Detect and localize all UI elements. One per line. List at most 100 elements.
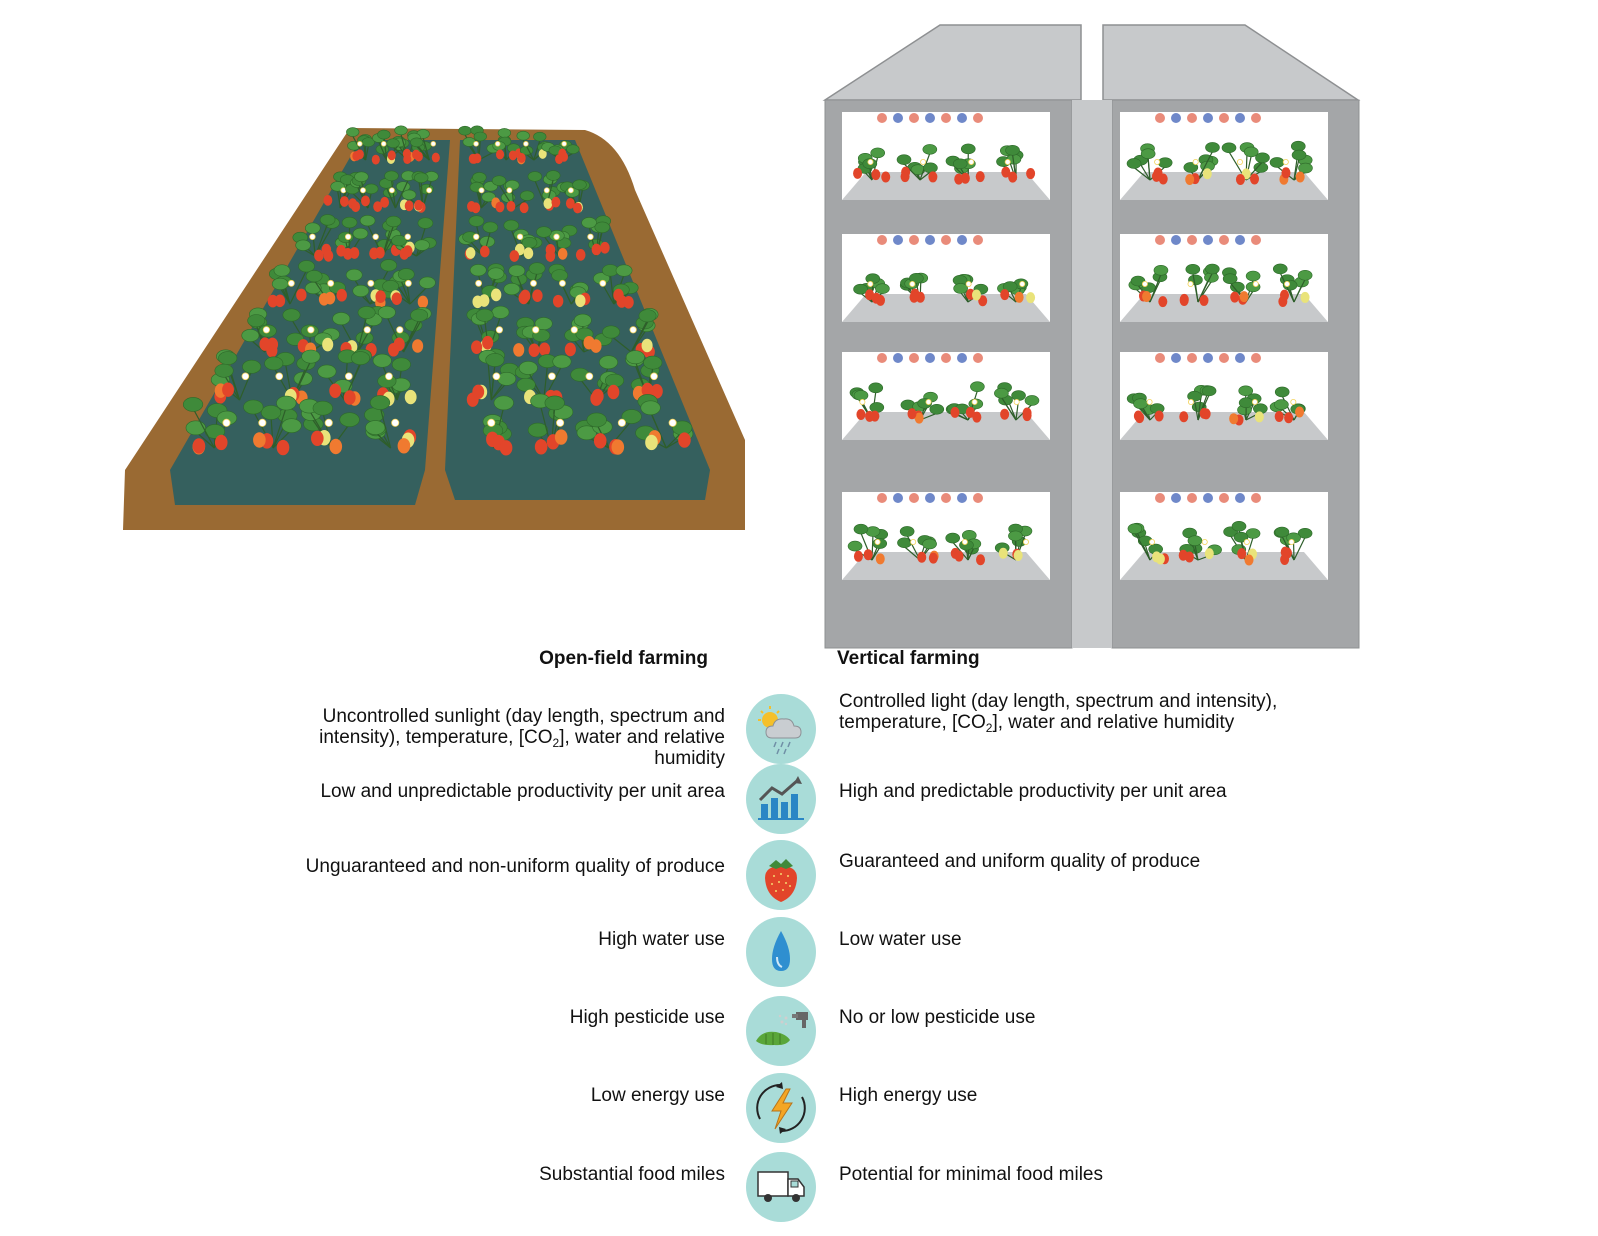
grow-light — [909, 113, 919, 123]
strawberry-plant — [513, 317, 553, 358]
shelf-floor — [842, 294, 1050, 322]
grow-light — [909, 493, 919, 503]
shelf-board — [1120, 440, 1328, 472]
grow-light — [941, 113, 951, 123]
grow-light — [1203, 113, 1213, 123]
strawberry-plant — [1223, 520, 1261, 566]
strawberry-plant — [900, 391, 945, 424]
strawberry-plant — [994, 382, 1040, 422]
field-plants — [182, 125, 694, 456]
strawberry-plant — [304, 270, 347, 306]
strawberry-plant — [575, 215, 612, 261]
shelf-floor — [1120, 552, 1328, 580]
strawberry-plant — [299, 398, 360, 455]
strawberry-plant — [317, 348, 372, 406]
strawberry-plant — [564, 313, 613, 357]
strawberry-plant — [469, 263, 507, 309]
strawberry-plant — [379, 170, 416, 212]
strawberry-plant — [364, 395, 417, 454]
strawberry-plant — [548, 263, 591, 308]
grow-light — [1187, 353, 1197, 363]
strawberry-plant — [391, 217, 437, 260]
strawberry-plant — [593, 264, 639, 309]
strawberry-plant — [849, 382, 885, 422]
grow-light — [1187, 493, 1197, 503]
strawberry-plant — [1178, 527, 1222, 563]
strawberry-plant — [575, 409, 642, 455]
grow-light — [877, 113, 887, 123]
grow-light — [1235, 113, 1245, 123]
shelf-board — [1120, 200, 1328, 232]
strawberry-plant — [945, 381, 985, 423]
grow-light — [925, 235, 935, 245]
open-field-heading: Open-field farming — [539, 648, 708, 669]
grow-light — [1219, 493, 1229, 503]
strawberry-plant — [458, 215, 499, 260]
strawberry-plant — [382, 268, 436, 309]
strawberry-plant — [541, 140, 580, 165]
strawberry-plant — [267, 260, 315, 308]
strawberry-plant — [1183, 142, 1220, 185]
strawberry-plant — [264, 349, 321, 405]
shelf-board — [842, 440, 1050, 472]
grow-light — [973, 235, 983, 245]
strawberry-plant — [243, 395, 302, 456]
vertical-quality-text: Guaranteed and uniform quality of produc… — [839, 851, 1201, 872]
strawberry-plant — [377, 305, 432, 357]
strawberry-icon — [746, 840, 816, 910]
grow-light — [1171, 235, 1181, 245]
grow-light — [1235, 235, 1245, 245]
grow-light — [973, 113, 983, 123]
strawberry-plant — [556, 179, 590, 214]
strawberry-plant — [1179, 385, 1217, 423]
strawberry-plant — [292, 214, 340, 262]
strawberry-plant — [1269, 140, 1313, 185]
grow-light — [877, 493, 887, 503]
grow-light — [893, 113, 903, 123]
strawberry-plant — [401, 171, 439, 213]
vertical-energy-text: High energy use — [839, 1085, 978, 1106]
strawberry-plant — [853, 273, 890, 306]
strawberry-plant — [527, 170, 561, 211]
strawberry-plant — [386, 125, 421, 165]
grow-light — [1251, 235, 1261, 245]
grow-light — [1171, 113, 1181, 123]
shelf-floor — [842, 552, 1050, 580]
vertical-farming-heading: Vertical farming — [837, 648, 980, 669]
grow-light — [941, 353, 951, 363]
water-drop-icon — [746, 917, 816, 987]
grow-light — [957, 353, 967, 363]
grow-light — [1155, 353, 1165, 363]
strawberry-plant — [1229, 385, 1268, 426]
strawberry-plant — [1126, 143, 1173, 185]
shelf-floor — [842, 412, 1050, 440]
strawberry-plant — [1128, 265, 1169, 308]
strawberry-plant — [1127, 522, 1169, 565]
open-field-water-text: High water use — [598, 929, 725, 950]
grow-light — [1155, 235, 1165, 245]
grow-light — [1251, 353, 1261, 363]
strawberry-plant — [210, 349, 262, 404]
strawberry-plant — [345, 171, 383, 213]
strawberry-plant — [996, 145, 1036, 183]
shelf-roof-right — [1102, 24, 1361, 101]
grow-light — [909, 235, 919, 245]
strawberry-plant — [1221, 142, 1270, 186]
grow-light — [1187, 113, 1197, 123]
grow-light — [1155, 493, 1165, 503]
vertical-climate-text: Controlled light (day length, spectrum a… — [839, 691, 1278, 735]
truck-icon — [746, 1152, 816, 1222]
strawberry-plant — [503, 219, 543, 262]
strawberry-plant — [952, 273, 989, 307]
strawberry-plant — [602, 308, 659, 359]
grow-light — [893, 235, 903, 245]
strawberry-plant — [1273, 526, 1313, 565]
strawberry-plant — [466, 305, 510, 354]
vertical-food-miles-text: Potential for minimal food miles — [839, 1164, 1103, 1185]
strawberry-plant — [334, 216, 369, 260]
grow-light — [893, 493, 903, 503]
vertical-farm-illustration — [822, 24, 1361, 649]
weather-icon — [746, 694, 816, 764]
shelf-bays — [842, 112, 1328, 612]
strawberry-plant — [346, 127, 375, 162]
